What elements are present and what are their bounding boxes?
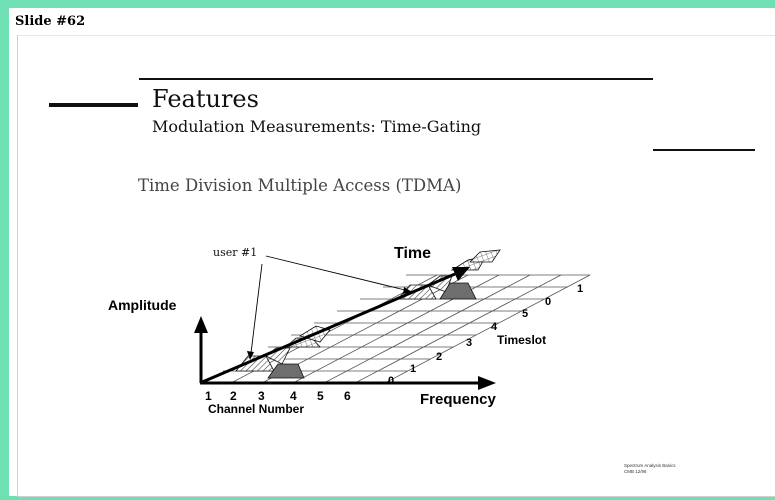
user-pointer-near	[250, 263, 263, 354]
timeslot-grid	[200, 274, 591, 384]
channel-number: 1	[205, 389, 212, 403]
timeslot-number: 4	[491, 321, 498, 333]
amplitude-arrowhead	[194, 316, 208, 333]
left-title-rule	[49, 103, 138, 107]
top-rule	[139, 78, 653, 80]
time-axis-label: Time	[394, 245, 431, 262]
user-pointer-near-arrowhead	[247, 351, 254, 360]
timeslot-number: 5	[522, 308, 528, 320]
footer-line: CMB 12/96	[624, 469, 647, 474]
amplitude-axis-label: Amplitude	[108, 297, 177, 313]
timeslot-number: 1	[410, 363, 416, 375]
user-pointer-far	[265, 255, 406, 291]
channel-number: 5	[317, 389, 324, 403]
frequency-arrowhead	[478, 376, 496, 390]
timeslot-number: 0	[545, 296, 551, 308]
time-axis	[199, 272, 456, 385]
timeslot-number: 1	[577, 283, 583, 295]
channel-number: 4	[290, 389, 297, 403]
right-rule	[653, 149, 755, 151]
channel-number: 3	[258, 389, 265, 403]
user-pointer-far-arrowhead	[403, 287, 412, 294]
slide-content-border	[17, 35, 775, 497]
footer-line: Spectrum Analysis Basics	[624, 463, 676, 468]
timeslot-number: 2	[436, 351, 442, 363]
slide-subtitle: Modulation Measurements: Time-Gating	[152, 117, 482, 136]
timeslot-axis-label: Timeslot	[497, 333, 546, 347]
slide-footer: Spectrum Analysis Basics CMB 12/96	[624, 463, 676, 475]
timeslot-number: 0	[388, 375, 394, 387]
channel-number: 6	[344, 389, 351, 403]
section-heading: Time Division Multiple Access (TDMA)	[138, 176, 462, 195]
frequency-axis-label: Frequency	[420, 391, 497, 408]
time-arrowhead	[452, 267, 470, 281]
slide-title: Features	[152, 85, 259, 113]
channel-number: 2	[230, 389, 237, 403]
user-label: user #1	[213, 246, 257, 259]
timeslot-number: 3	[466, 337, 472, 349]
channel-axis-label: Channel Number	[208, 402, 304, 416]
slide-number: Slide #62	[15, 14, 86, 29]
